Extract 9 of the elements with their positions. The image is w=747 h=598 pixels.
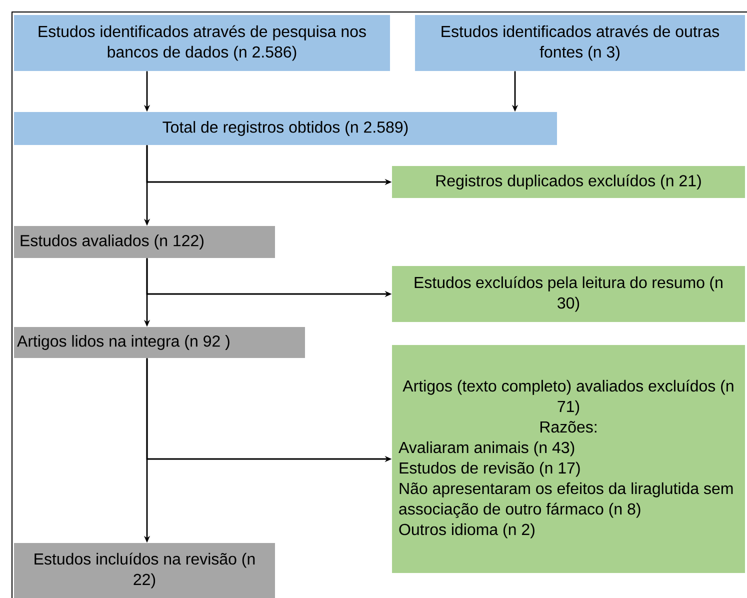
exclusion-box: Registros duplicados excluídos (n 21): [392, 166, 745, 198]
process-box: Estudos avaliados (n 122): [14, 226, 275, 258]
process-box: Total de registros obtidos (n 2.589): [14, 112, 557, 145]
process-box: Estudos identificados através de pesquisa nos bancos de dados (n 2.586): [14, 15, 390, 71]
process-box: Estudos identificados através de outras fontes (n 3): [415, 15, 745, 71]
exclusion-box: Artigos (texto completo) avaliados excluídos (n 71) Razões: Avaliaram animais (n 43) Estudos de revisão (n 17) Não apresentaram os efeitos da liraglutida sem associação de outro fármaco (n 8) Outros idioma (n 2): [392, 345, 745, 573]
process-box: Estudos incluídos na revisão (n 22): [14, 543, 275, 598]
exclusion-box: Estudos excluídos pela leitura do resumo (n 30): [392, 266, 745, 322]
process-box: Artigos lidos na integra (n 92 ): [14, 327, 305, 358]
